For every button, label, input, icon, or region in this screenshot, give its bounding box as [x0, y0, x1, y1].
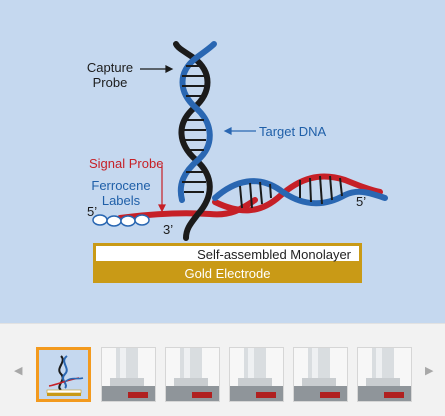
dna-illustration — [92, 41, 388, 241]
thumbnail-1[interactable] — [36, 347, 91, 402]
three-prime-label: 3’ — [163, 222, 174, 237]
chevron-left-icon[interactable]: ◀ — [14, 365, 23, 377]
five-prime-right-label: 5’ — [356, 194, 367, 209]
signal-probe-arrow — [158, 165, 166, 213]
thumbnail-6[interactable] — [357, 347, 412, 402]
target-strand-right — [212, 178, 388, 207]
sam-label: Self-assembled Monolayer — [197, 247, 351, 262]
signal-probe-label: Signal Probe — [89, 156, 164, 171]
thumbnail-4[interactable] — [229, 347, 284, 402]
instrument-thumbnail-image — [294, 348, 347, 401]
signal-probe-helix-strand — [212, 173, 383, 214]
ferrocene-labels-label: Ferrocene Labels — [91, 178, 151, 208]
gold-electrode-label: Gold Electrode — [184, 266, 271, 281]
target-dna-label: Target DNA — [259, 124, 327, 139]
thumbnail-2[interactable] — [101, 347, 156, 402]
capture-probe-label: Capture Probe — [86, 60, 134, 90]
thumbnail-5[interactable] — [293, 347, 348, 402]
gold-electrode: Gold Electrode — [93, 264, 362, 283]
dna-thumbnail-image — [39, 350, 88, 399]
right-helix-rungs — [239, 175, 343, 209]
self-assembled-monolayer: Self-assembled Monolayer — [93, 243, 362, 264]
target-dna-arrow — [223, 127, 256, 135]
instrument-thumbnail-image — [230, 348, 283, 401]
instrument-thumbnail-image — [102, 348, 155, 401]
instrument-thumbnail-image — [358, 348, 411, 401]
ferrocene-labels — [92, 214, 150, 227]
thumbnail-3[interactable] — [165, 347, 220, 402]
chevron-right-icon[interactable]: ▶ — [425, 365, 434, 377]
vertical-helix-rungs — [182, 65, 206, 193]
target-strand-vertical — [177, 41, 217, 203]
five-prime-left-label: 5’ — [87, 204, 98, 219]
dna-diagram: Capture Probe Target DNA Signal Probe Fe… — [0, 0, 445, 323]
instrument-thumbnail-image — [166, 348, 219, 401]
capture-probe-arrow — [140, 65, 174, 73]
